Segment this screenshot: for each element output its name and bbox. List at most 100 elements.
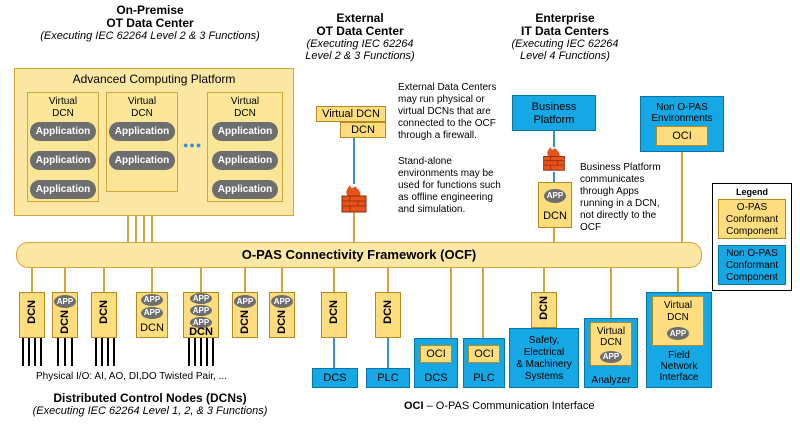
connector (333, 338, 335, 368)
enterprise-dcn (538, 182, 572, 228)
external-heading: External OT Data Center (Executing IEC 6… (290, 12, 430, 63)
dcn-label: DCN (26, 300, 38, 324)
vdcn-dcn-label: DCN (52, 108, 74, 119)
dcn-node (321, 292, 347, 338)
io-wire (22, 338, 24, 366)
app-pill: APP (544, 189, 566, 203)
fni-text: Network (660, 361, 698, 372)
dcn-label: DCN (538, 296, 550, 320)
fni-text: Field (668, 350, 690, 361)
connector (681, 152, 683, 242)
fni-vdcn: Virtual DCN (652, 296, 704, 346)
note-line: through Apps (580, 186, 639, 197)
oci-box: OCI (656, 126, 708, 146)
oci-abbrev: OCI (404, 400, 424, 412)
legend: Legend (712, 183, 792, 291)
dcn-section-desc: (Executing IEC 62264 Level 1, 2, & 3 Fun… (32, 405, 268, 417)
dcn-label: DCN (276, 310, 288, 334)
app-pill: APP (234, 295, 256, 308)
application-pill: Application (30, 180, 96, 199)
more-dots: ●●● (183, 140, 203, 150)
plc-box: PLC (366, 368, 410, 388)
external-desc2: Level 2 & 3 Functions) (305, 50, 415, 62)
safety-label: Systems (524, 371, 564, 382)
connector (482, 268, 484, 338)
dcs-label: DCS (424, 372, 448, 384)
note-line: may run physical or (398, 94, 485, 105)
dcs-box: DCS (312, 368, 358, 388)
fni-label: Field Network Interface (646, 350, 712, 383)
nonopas-label: Environments (651, 113, 713, 124)
vdcn-dcn-label: DCN (667, 312, 689, 323)
io-wire (40, 338, 42, 366)
app-pill: APP (190, 305, 212, 316)
note-line: and simulation. (398, 204, 466, 215)
enterprise-subtitle: IT Data Centers (520, 24, 610, 38)
app-pill: APP (190, 317, 212, 328)
legend-nonopas-swatch: Non O-PAS Conformant Component (718, 245, 786, 285)
firewall-icon (543, 146, 565, 171)
safety-label: & Machinery (516, 359, 572, 370)
ocf-bar: O-PAS Connectivity Framework (OCF) (16, 242, 702, 268)
connector (387, 268, 389, 292)
note-line: through a firewall. (398, 130, 477, 141)
connector (143, 216, 145, 242)
physical-io-label: Physical I/O: AI, AO, DI,DO Twisted Pair… (36, 371, 227, 382)
vdcn-virtual-label: Virtual (230, 96, 260, 107)
legend-opas-swatch: O-PAS Conformant Component (718, 199, 786, 239)
external-desc1: (Executing IEC 62264 (306, 38, 414, 50)
vdcn-dcn-label: DCN (131, 108, 153, 119)
onprem-title: On-Premise (116, 3, 184, 17)
legend-text: Non O-PAS (726, 248, 778, 259)
vdcn-virtual-label: Virtual (48, 96, 78, 107)
fni-text: Interface (659, 372, 699, 383)
dcn-label: DCN (140, 322, 164, 334)
application-pill: Application (30, 122, 96, 141)
connector (353, 138, 355, 184)
io-wire (57, 338, 59, 366)
app-pill: APP (600, 351, 622, 363)
connector (151, 216, 153, 242)
nonopas-label: Non O-PAS (656, 102, 708, 113)
external-subtitle: OT Data Center (316, 24, 404, 38)
vdcn-virtual-label: Virtual (127, 96, 157, 107)
connector (31, 268, 33, 292)
connector (135, 216, 137, 242)
application-pill: Application (212, 180, 278, 199)
connector (553, 172, 555, 182)
external-dcn: DCN (340, 122, 386, 138)
onprem-heading: On-Premise OT Data Center (Executing IEC… (30, 3, 270, 43)
vdcn-dcn-label: DCN (234, 108, 256, 119)
onprem-desc: (Executing IEC 62264 Level 2 & 3 Functio… (40, 30, 260, 42)
connector (543, 268, 545, 292)
connector (610, 268, 612, 318)
application-pill: Application (109, 122, 175, 141)
io-wire (107, 338, 109, 366)
connector (151, 268, 153, 292)
connector (677, 268, 679, 292)
business-label: Business (531, 101, 577, 113)
note-line: as offline engineering (398, 192, 493, 203)
dcn-node (91, 292, 117, 338)
onprem-subtitle: OT Data Center (106, 16, 194, 30)
dcn-label: DCN (543, 210, 567, 222)
connector (281, 268, 283, 292)
legend-text: O-PAS (736, 202, 768, 213)
application-pill: Application (30, 151, 96, 170)
connector (64, 268, 66, 292)
note-line: connected to the OCF (398, 118, 496, 129)
io-wire (188, 338, 190, 366)
note-line: running in a DCN, (580, 198, 660, 209)
business-platform-box: Business Platform (512, 95, 596, 131)
enterprise-heading: Enterprise IT Data Centers (Executing IE… (490, 12, 640, 63)
firewall-icon (341, 185, 367, 213)
note-line: External Data Centers (398, 82, 497, 93)
vdcn-virtual-label: Virtual (663, 300, 693, 311)
dcn-label: DCN (59, 310, 71, 334)
vdcn-dcn-label: DCN (600, 337, 622, 348)
connector (244, 268, 246, 292)
external-note-2: Stand-alone environments may be used for… (398, 156, 538, 216)
io-wire (71, 338, 73, 366)
app-pill: APP (271, 295, 293, 308)
io-wire (101, 338, 103, 366)
